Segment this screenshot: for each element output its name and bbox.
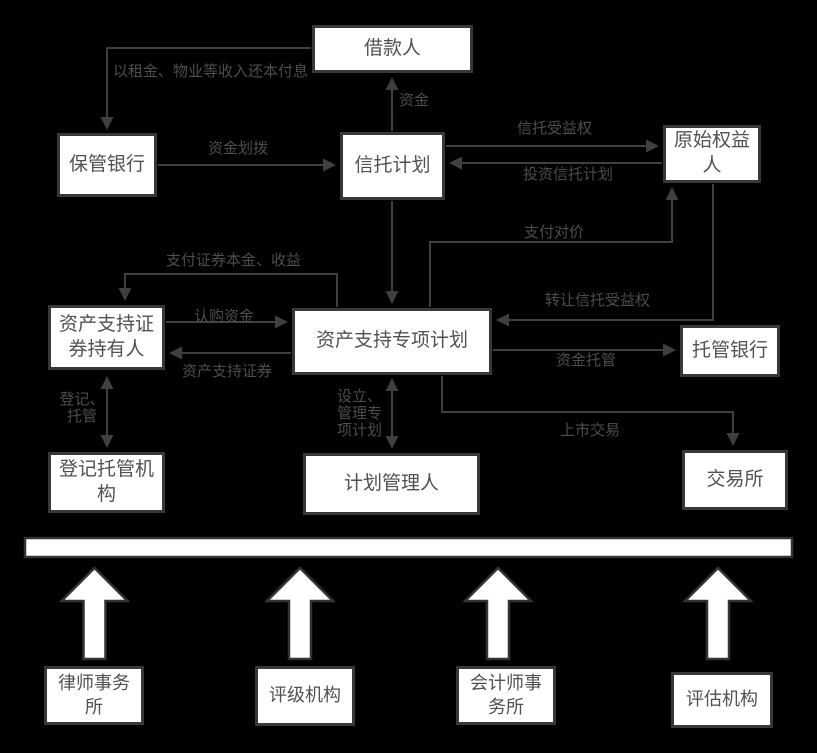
edge-pay-consideration-arrow bbox=[429, 187, 679, 307]
edge-label-register-custody: 登记、托管 bbox=[59, 391, 105, 425]
edge-listing-arrow bbox=[441, 376, 740, 446]
node-abs-holders: 资产支持证券持有人 bbox=[48, 305, 165, 370]
edge-label-subscribe-funds: 认购资金 bbox=[194, 308, 255, 325]
edge-transfer-beneficiary-arrow bbox=[496, 184, 714, 327]
node-accounting-firm: 会计师事务所 bbox=[456, 666, 556, 725]
divider-bar bbox=[23, 536, 794, 559]
node-special-plan: 资产支持专项计划 bbox=[292, 308, 492, 375]
edge-pay-principal-arrow bbox=[118, 273, 338, 307]
block-arrow-up-icon bbox=[58, 566, 131, 661]
edge-label-pay-principal: 支付证券本金、收益 bbox=[166, 252, 302, 269]
node-custodian-bank: 保管银行 bbox=[57, 133, 157, 197]
node-law-firm: 律师事务所 bbox=[44, 666, 144, 725]
edge-label-trust-beneficiary: 信托受益权 bbox=[517, 120, 593, 137]
edge-label-abs-securities: 资产支持证券 bbox=[182, 363, 273, 380]
edge-label-transfer-beneficiary: 转让信托受益权 bbox=[545, 292, 651, 309]
edge-label-listing: 上市交易 bbox=[560, 422, 621, 439]
node-trust-plan: 信托计划 bbox=[340, 132, 445, 200]
edge-repay-arrow bbox=[100, 47, 311, 130]
edge-label-fund-transfer: 资金划拨 bbox=[208, 140, 269, 157]
block-arrow-up-icon bbox=[461, 566, 535, 661]
node-registry: 登记托管机构 bbox=[48, 452, 165, 513]
edge-label-funds: 资金 bbox=[399, 92, 430, 109]
edge-label-fund-custody: 资金托管 bbox=[556, 352, 617, 369]
node-exchange: 交易所 bbox=[682, 450, 788, 510]
edge-label-invest-trust: 投资信托计划 bbox=[523, 166, 614, 183]
block-arrow-up-icon bbox=[681, 566, 755, 661]
block-arrow-up-icon bbox=[263, 566, 337, 661]
edge-label-establish-manage: 设立、管理专项计划 bbox=[337, 388, 383, 439]
edge-label-pay-consideration: 支付对价 bbox=[524, 224, 585, 241]
node-trustee-bank: 托管银行 bbox=[680, 325, 780, 377]
edge-label-repay: 以租金、物业等收入还本付息 bbox=[113, 63, 309, 80]
node-appraisal-agency: 评估机构 bbox=[671, 672, 773, 728]
node-rating-agency: 评级机构 bbox=[255, 666, 355, 726]
node-borrower: 借款人 bbox=[312, 25, 473, 73]
node-original-holder: 原始权益人 bbox=[663, 125, 761, 183]
node-plan-manager: 计划管理人 bbox=[303, 453, 480, 515]
